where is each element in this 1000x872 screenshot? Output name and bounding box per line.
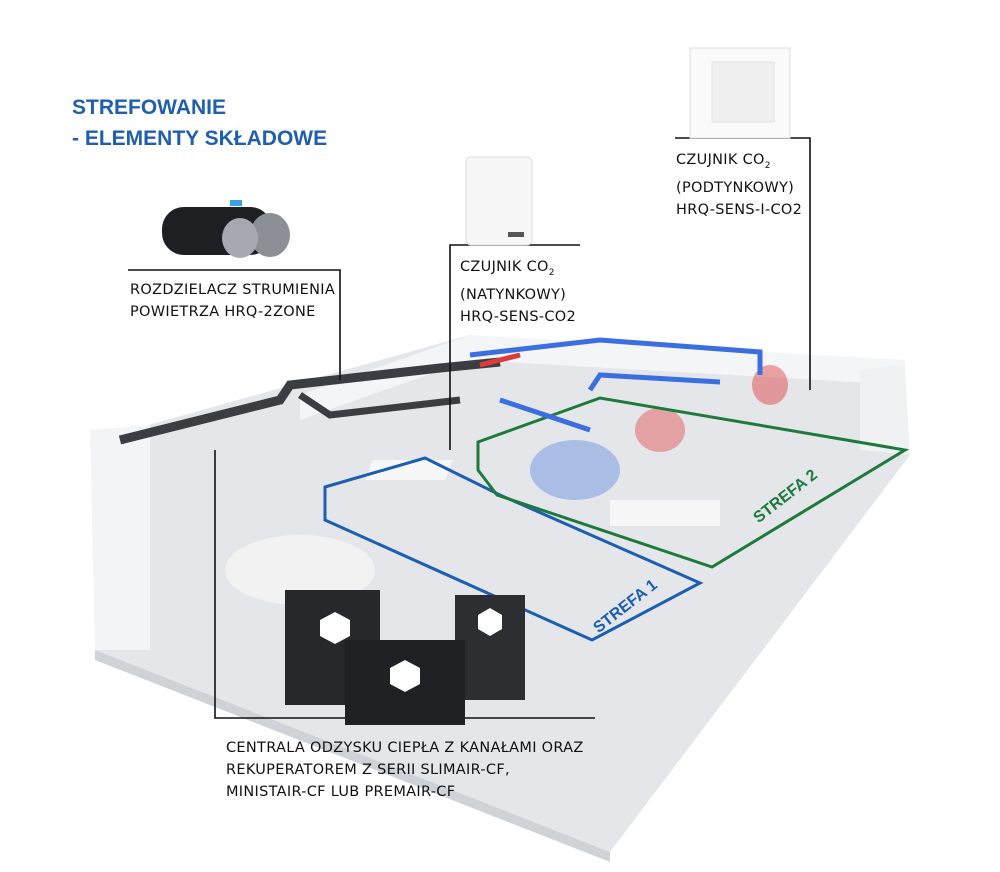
label-line: POWIETRZA HRQ-2ZONE [130,304,316,320]
leader-line-distributor [128,269,341,380]
title-line-2: - ELEMENTY SKŁADOWE [72,127,328,150]
sensor-surface-image [465,156,533,246]
page-title: STREFOWANIE - ELEMENTY SKŁADOWE [72,92,327,154]
recuperator-units-image [285,590,525,725]
label-line: (PODTYNKOWY) [676,179,795,196]
floor [95,335,910,852]
cold-duct [469,337,763,433]
front-edge [95,650,610,862]
label-line: REKUPERATOREM Z SERII SLIMAIR-CF, [226,762,510,778]
label-line: (NATYNKOWY) [460,286,567,303]
label-line: CENTRALA ODZYSKU CIEPŁA Z KANAŁAMI ORAZ [226,740,584,756]
zone-1-outline [323,456,704,642]
warm-air [635,408,685,452]
label-line: CZUJNIK CO [460,259,549,275]
leader-line-unit [214,450,595,719]
sensor-flush-label: CZUJNIK CO2 (PODTYNKOWY) HRQ-SENS-I-CO2 [676,149,802,221]
label-line: MINISTAIR-CF LUB PREMAIR-CF [226,784,456,800]
distributor-image [162,200,290,258]
distributor-label: ROZDZIELACZ STRUMIENIA POWIETRZA HRQ-2ZO… [130,279,335,323]
leader-line-sensor-surface [449,244,580,450]
right-wall [860,365,910,455]
zone-2-outline [476,396,910,569]
car [225,535,375,605]
warm-duct [479,352,521,368]
subscript: 2 [548,267,555,278]
label-line: HRQ-SENS-CO2 [460,308,577,325]
unit-label: CENTRALA ODZYSKU CIEPŁA Z KANAŁAMI ORAZ … [226,737,584,803]
sensor-surface-label: CZUJNIK CO2 (NATYNKOWY) HRQ-SENS-CO2 [460,256,576,328]
subscript: 2 [764,160,771,171]
left-wall [90,425,150,650]
duct [298,392,461,419]
main-duct [118,357,501,445]
sensor-flush-image [689,47,791,139]
furniture [365,460,453,480]
cold-air [530,440,620,500]
furniture [610,500,720,526]
title-line-1: STREFOWANIE [72,96,227,119]
warm-air [752,365,788,405]
label-line: ROZDZIELACZ STRUMIENIA [130,282,336,298]
label-line: HRQ-SENS-I-CO2 [676,201,803,218]
back-wall [300,335,905,420]
label-line: CZUJNIK CO [676,152,765,168]
